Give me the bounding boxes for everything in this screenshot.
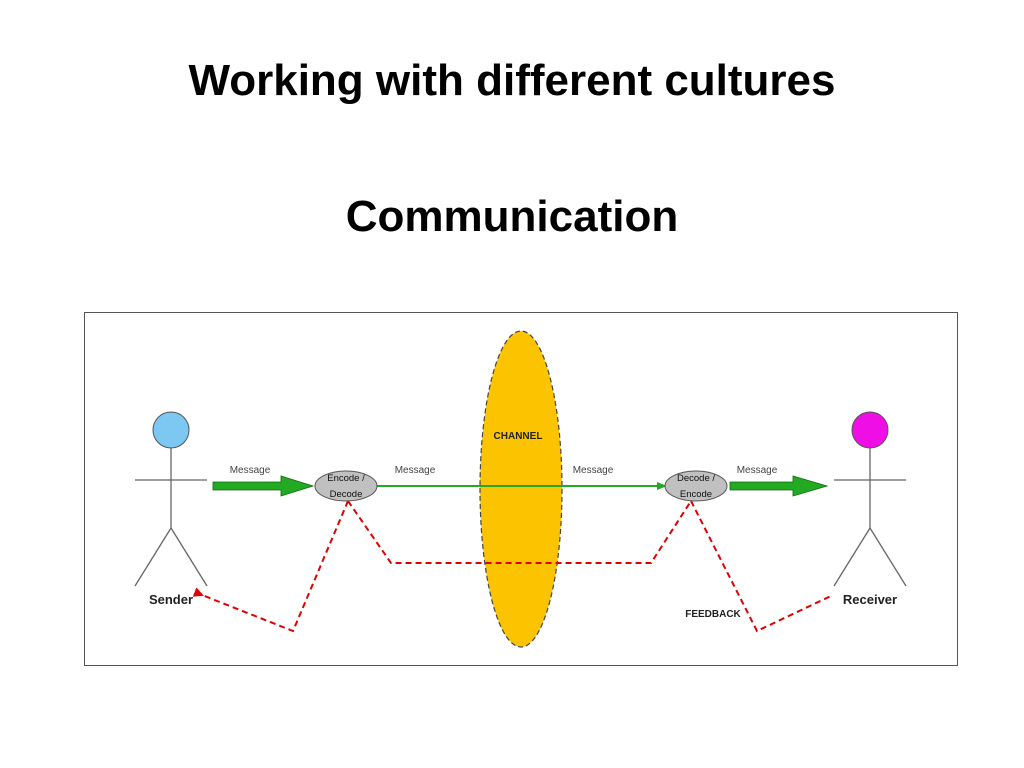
message-arrow-sender <box>212 475 315 497</box>
message-label-1: Message <box>230 465 271 476</box>
receiver-label: Receiver <box>843 592 897 607</box>
message-arrow-receiver <box>729 475 829 497</box>
slide-title: Working with different cultures <box>188 56 836 105</box>
decode-node-label-line2: Encode <box>680 489 712 500</box>
sender-label: Sender <box>149 592 193 607</box>
message-label-4: Message <box>737 465 778 476</box>
encode-node <box>314 470 378 502</box>
slide-subtitle: Communication <box>345 192 679 241</box>
message-line-arrowhead <box>657 482 667 490</box>
sender-figure-icon <box>134 411 208 587</box>
message-label-2: Message <box>395 465 436 476</box>
communication-diagram: CHANNEL Encode / Decode Decode / Encode … <box>84 312 958 666</box>
channel-ellipse <box>479 330 563 648</box>
feedback-label: FEEDBACK <box>685 609 741 620</box>
encode-node-label-line1: Encode / <box>327 473 365 484</box>
channel-label: CHANNEL <box>494 431 543 442</box>
feedback-return-sender <box>192 500 349 633</box>
feedback-line <box>347 500 692 564</box>
decode-node-label-line1: Decode / <box>677 473 715 484</box>
diagram-canvas: CHANNEL Encode / Decode Decode / Encode … <box>134 330 907 648</box>
decode-node <box>664 470 728 502</box>
encode-node-label-line2: Decode <box>330 489 363 500</box>
feedback-return-receiver <box>690 500 834 633</box>
message-label-3: Message <box>573 465 614 476</box>
receiver-figure-icon <box>833 411 907 587</box>
